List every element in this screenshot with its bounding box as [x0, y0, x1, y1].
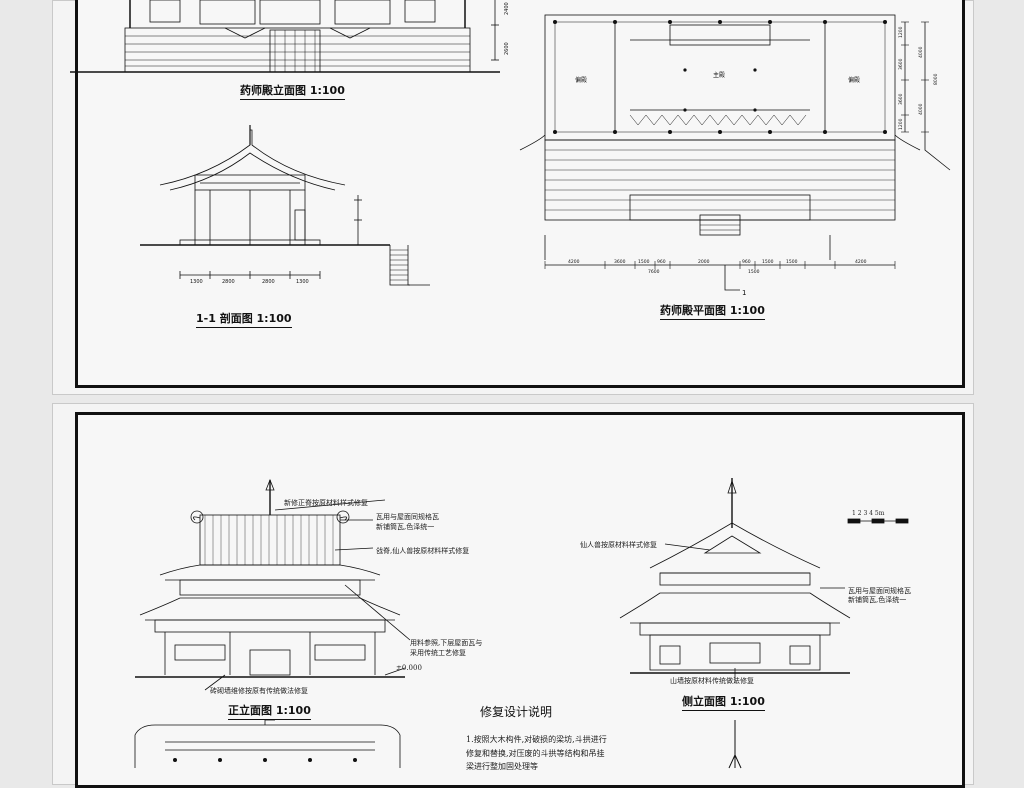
plan-dim-7: 1500 [762, 259, 774, 265]
lower-plan-drawing [134, 719, 401, 768]
plan-dim-10: 7600 [648, 269, 660, 275]
plan-dim-2: 3600 [614, 259, 626, 265]
section-dim-1: 1300 [190, 279, 203, 285]
elevation-title: 药师殿立面图 1:100 [240, 82, 345, 100]
section-dim-4: 1300 [296, 279, 309, 285]
plan-dim-8: 1500 [786, 259, 798, 265]
plan-title: 药师殿平面图 1:100 [660, 302, 765, 320]
side-callout-1: 仙人兽按原材料样式修复 [580, 541, 657, 549]
plan-room-left: 偏殿 [575, 76, 587, 84]
plan-dim-3: 1500 [638, 259, 650, 265]
side-elevation-title: 侧立面图 1:100 [682, 693, 765, 711]
scale-bar-label: 1 2 3 4 5m [852, 510, 885, 517]
plan-room-right: 偏殿 [848, 76, 860, 84]
side-callout-3: 新铺筒瓦,色泽统一 [848, 596, 907, 604]
side-callout-2: 瓦用与屋面同规格瓦 [848, 587, 911, 595]
section-drawing: 1300 2800 2800 1300 [140, 125, 430, 286]
drawing-frame-top [75, 0, 965, 388]
plan-dim-9: 4200 [855, 259, 867, 265]
plan-rdim-3: 3600 [898, 93, 904, 105]
plan-dim-11: 1500 [748, 269, 760, 275]
plan-rdim-7: 4000 [918, 103, 924, 115]
plan-room-center: 主殿 [713, 71, 725, 79]
side-callout-4: 山墙按原材料传统做法修复 [670, 677, 754, 685]
lower-finial-drawing [728, 720, 742, 769]
notes-line-1: 1.按照大木构件,对破损的梁坊,斗拱进行 [466, 735, 607, 744]
notes-line-3: 梁进行整加固处理等 [466, 762, 538, 771]
plan-drawing: 偏殿 主殿 偏殿 1 4200 3600 1500 960 2000 960 1… [519, 14, 951, 297]
front-elevation-drawing [135, 478, 411, 691]
plan-rdim-2: 3600 [898, 58, 904, 70]
elev-dim-1: 2400 [504, 2, 510, 15]
section-marker-label: 1 [742, 289, 746, 297]
plan-dim-5: 2000 [698, 259, 710, 265]
plan-rdim-4: 1200 [898, 118, 904, 130]
elevation-drawing: 2400 2600 [70, 0, 510, 73]
plan-dim-1: 4200 [568, 259, 580, 265]
section-dim-2: 2800 [222, 279, 235, 285]
front-callout-7: 砖砌墙维修按原有传统做法修复 [210, 687, 308, 695]
front-callout-3: 新铺筒瓦,色泽统一 [376, 523, 435, 531]
plan-dim-6: 960 [742, 259, 751, 265]
front-callout-5: 用料参照,下层屋面瓦与 [410, 639, 483, 647]
plan-dim-4: 960 [657, 259, 666, 265]
elev-dim-2: 2600 [504, 42, 510, 55]
plan-rdim-6: 8000 [933, 73, 939, 85]
scale-bar [847, 518, 909, 524]
front-callout-6: 采用传统工艺修复 [410, 649, 466, 657]
section-title: 1-1 剖面图 1:100 [196, 310, 292, 328]
front-callout-4: 戗脊,仙人兽按原材料样式修复 [376, 547, 470, 555]
front-callout-1: 新修正脊按原材料样式修复 [284, 499, 368, 507]
front-level-mark: ±0.000 [396, 664, 422, 672]
plan-rdim-1: 1200 [898, 26, 904, 38]
notes-line-2: 修复和替换,对压废的斗拱等结构和吊挂 [466, 749, 605, 758]
notes-title: 修复设计说明 [480, 705, 553, 719]
plan-rdim-5: 4000 [918, 46, 924, 58]
front-callout-2: 瓦用与屋面同规格瓦 [376, 513, 439, 521]
front-elevation-title: 正立面图 1:100 [228, 702, 311, 720]
section-dim-3: 2800 [262, 279, 275, 285]
side-elevation-drawing [619, 478, 851, 683]
